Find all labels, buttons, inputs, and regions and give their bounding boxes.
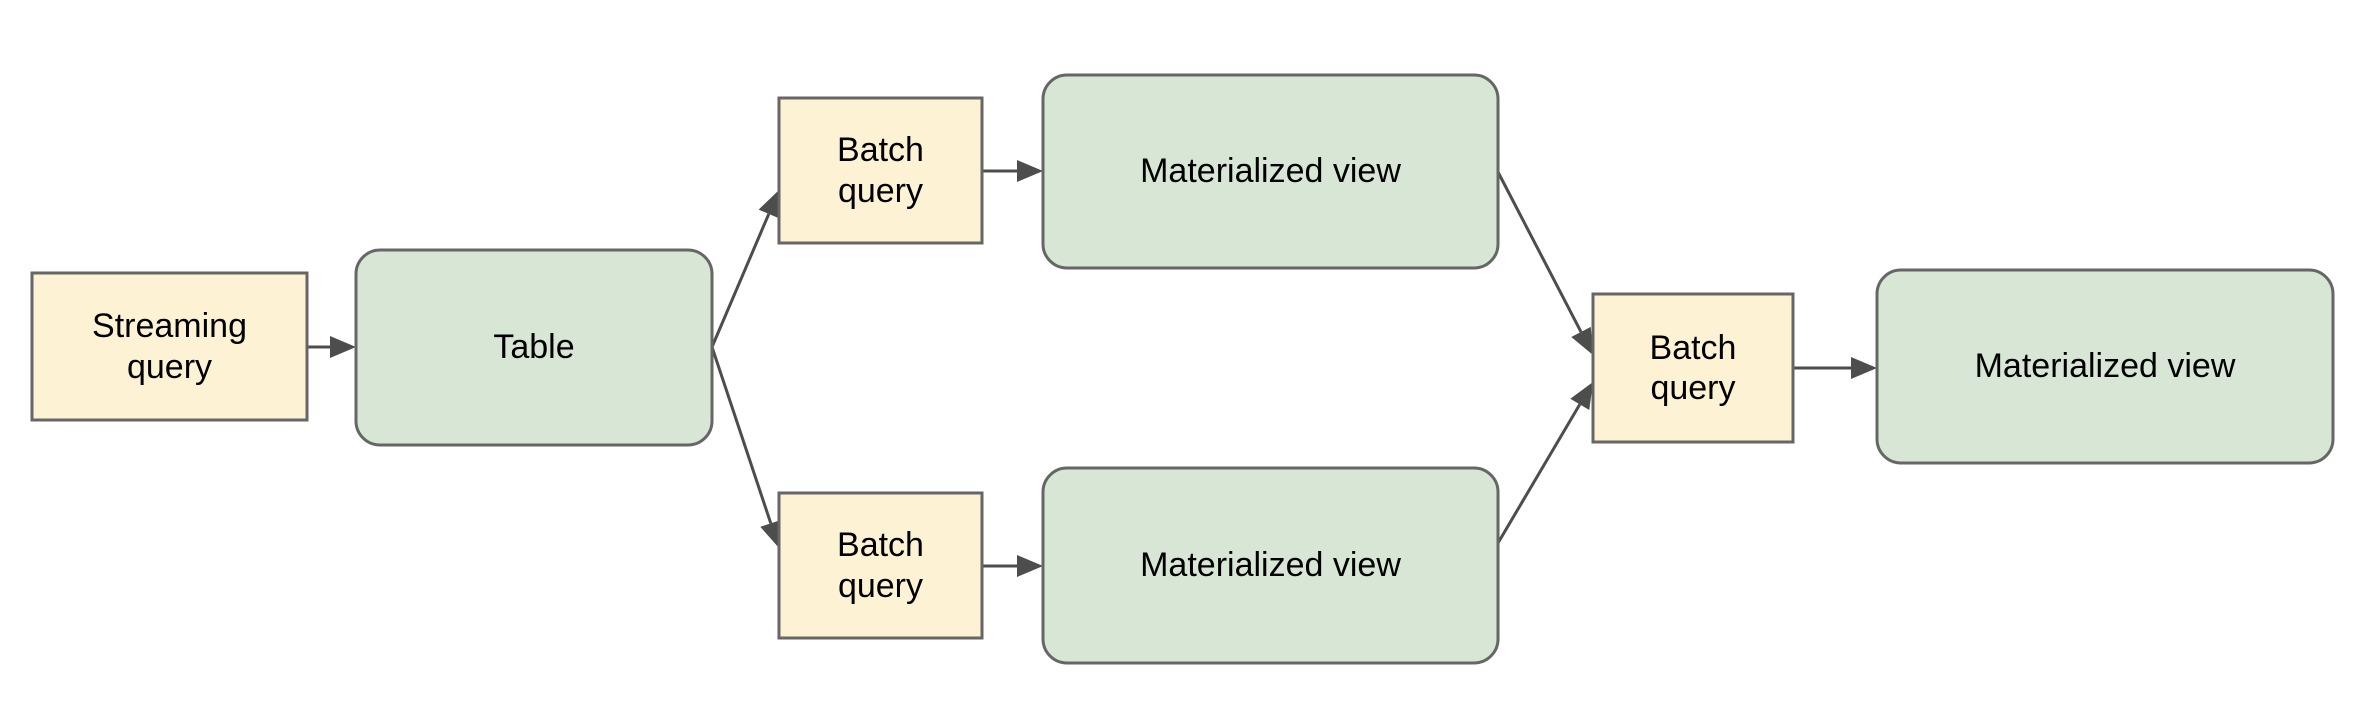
node-table[interactable] [354,248,714,447]
node-streaming-query[interactable] [30,271,309,422]
arrowhead-materialized-view-top-to-batch-query-merge [1571,326,1593,355]
arrowhead-table-to-batch-query-bottom [760,519,782,548]
edge-table-to-batch-query-bottom [710,346,773,524]
node-batch-query-merge[interactable] [1591,292,1795,444]
edge-materialized-view-bottom-to-batch-query-merge [1496,403,1582,544]
arrowhead-batch-query-bottom-to-materialized-view-bottom [1017,555,1043,577]
arrowhead-materialized-view-bottom-to-batch-query-merge [1570,382,1593,410]
node-materialized-view-bottom[interactable] [1041,466,1500,665]
node-batch-query-bottom[interactable] [777,491,984,640]
arrowhead-batch-query-merge-to-materialized-view-final [1851,357,1877,379]
edge-table-to-batch-query-top [710,213,771,348]
arrowhead-streaming-query-to-table [330,336,356,358]
nodes-layer [30,73,2335,665]
node-materialized-view-top[interactable] [1041,73,1500,270]
edge-materialized-view-top-to-batch-query-merge [1496,171,1583,333]
arrowhead-batch-query-top-to-materialized-view-top [1017,160,1043,182]
node-batch-query-top[interactable] [777,96,984,245]
arrowhead-table-to-batch-query-top [758,190,779,219]
node-materialized-view-final[interactable] [1875,268,2335,465]
edges-layer [307,160,1877,577]
